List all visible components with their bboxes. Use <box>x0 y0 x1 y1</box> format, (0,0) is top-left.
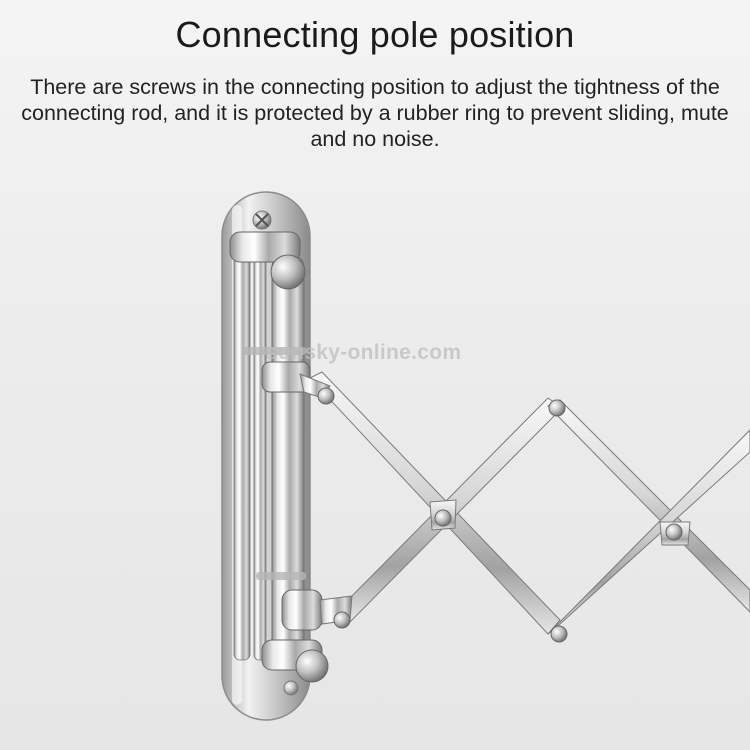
watermark: sunsky-online.com <box>266 341 462 364</box>
description-text: There are screws in the connecting posit… <box>21 75 729 151</box>
page-title: Connecting pole position <box>175 14 575 55</box>
top-hinge-bracket <box>229 231 306 290</box>
rubber-ring <box>242 347 311 580</box>
screw-icon <box>252 210 272 230</box>
pivot-rivet <box>317 387 683 643</box>
screw-icon <box>283 680 299 696</box>
bottom-hinge-bracket <box>261 589 329 683</box>
scissor-arm <box>309 371 750 635</box>
